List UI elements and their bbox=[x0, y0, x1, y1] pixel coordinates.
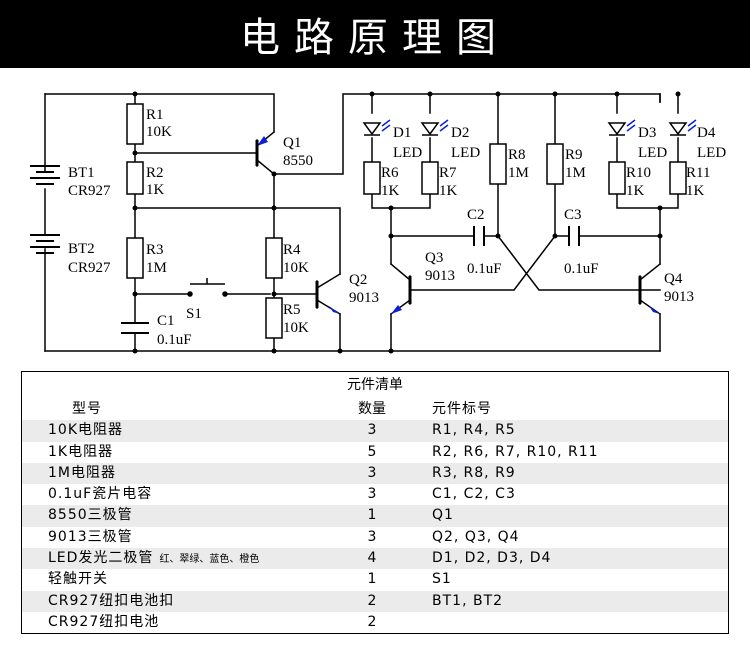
label-led3: LED bbox=[638, 145, 667, 161]
label-r6: R6 bbox=[381, 165, 399, 181]
label-r1: R1 bbox=[146, 107, 164, 123]
label-q1-value: 8550 bbox=[283, 153, 313, 169]
label-r5-value: 10K bbox=[283, 320, 309, 336]
label-r4: R4 bbox=[283, 242, 301, 258]
row-qty: 4 bbox=[367, 550, 377, 567]
label-r4-value: 10K bbox=[283, 260, 309, 276]
label-r11: R11 bbox=[686, 165, 710, 181]
row-qty: 2 bbox=[367, 613, 377, 630]
label-q4-value: 9013 bbox=[664, 289, 694, 305]
label-r8: R8 bbox=[508, 147, 526, 163]
bom-row: LED发光二极管红、翠绿、蓝色、橙色 4 D1, D2, D3, D4 bbox=[22, 548, 728, 570]
row-qty: 3 bbox=[367, 528, 377, 545]
label-r10: R10 bbox=[626, 165, 651, 181]
row-qty: 3 bbox=[367, 486, 377, 503]
label-d1: D1 bbox=[393, 125, 411, 141]
header-model: 型号 bbox=[72, 401, 102, 417]
circuit-schematic: R1 10K R2 1K R3 1M Q1 8550 R4 10K R5 10K… bbox=[30, 91, 726, 354]
label-led1: LED bbox=[393, 145, 422, 161]
row-refs: S1 bbox=[432, 571, 452, 588]
label-r6-value: 1K bbox=[381, 183, 400, 199]
label-c3: C3 bbox=[564, 207, 582, 223]
row-model-led: LED发光二极管红、翠绿、蓝色、橙色 bbox=[48, 548, 259, 570]
label-bt2-value: CR927 bbox=[68, 260, 111, 276]
row-qty: 1 bbox=[367, 571, 377, 588]
row-qty: 3 bbox=[367, 422, 377, 439]
bom-row: 轻触开关 1 S1 bbox=[22, 569, 728, 590]
label-r7-value: 1K bbox=[439, 183, 458, 199]
label-q4: Q4 bbox=[664, 271, 683, 287]
label-c1: C1 bbox=[157, 313, 175, 329]
label-led2: LED bbox=[451, 145, 480, 161]
row-model: 1M电阻器 bbox=[48, 464, 116, 481]
page-title: 电路原理图 bbox=[0, 0, 750, 68]
label-r2-value: 1K bbox=[146, 182, 165, 198]
label-q2: Q2 bbox=[349, 272, 367, 288]
label-r5: R5 bbox=[283, 302, 301, 318]
bom-header-row: 型号 数量 元件标号 bbox=[22, 399, 728, 420]
bom-row: 8550三极管 1 Q1 bbox=[22, 505, 728, 527]
row-refs: BT1, BT2 bbox=[432, 592, 504, 609]
label-q3-value: 9013 bbox=[425, 268, 455, 284]
label-q2-value: 9013 bbox=[349, 290, 379, 306]
label-c2-value: 0.1uF bbox=[467, 261, 502, 277]
label-d3: D3 bbox=[638, 125, 656, 141]
header-qty: 数量 bbox=[358, 401, 386, 417]
bom-row: 1K电阻器 5 R2, R6, R7, R10, R11 bbox=[22, 442, 728, 463]
row-refs: R3, R8, R9 bbox=[432, 464, 516, 481]
label-r9-value: 1M bbox=[565, 165, 586, 181]
bom-row: CR927纽扣电池 2 bbox=[22, 612, 728, 633]
row-refs: Q2, Q3, Q4 bbox=[432, 528, 520, 545]
label-bt2: BT2 bbox=[68, 241, 95, 257]
row-model: 9013三极管 bbox=[48, 528, 133, 545]
label-r11-value: 1K bbox=[686, 183, 705, 199]
row-model: 10K电阻器 bbox=[48, 422, 123, 439]
label-d4: D4 bbox=[697, 125, 716, 141]
row-model: CR927纽扣电池 bbox=[48, 613, 160, 630]
bill-of-materials: 元件清单 型号 数量 元件标号 10K电阻器 3 R1, R4, R5 1K电阻… bbox=[21, 371, 729, 634]
row-qty: 2 bbox=[367, 592, 377, 609]
bom-caption: 元件清单 bbox=[347, 377, 403, 393]
bom-row: CR927纽扣电池扣 2 BT1, BT2 bbox=[22, 590, 728, 612]
row-refs: D1, D2, D3, D4 bbox=[432, 550, 552, 567]
row-qty: 5 bbox=[367, 443, 377, 460]
label-r7: R7 bbox=[439, 165, 457, 181]
label-r8-value: 1M bbox=[508, 165, 529, 181]
label-r1-value: 10K bbox=[146, 124, 172, 140]
row-refs: R2, R6, R7, R10, R11 bbox=[432, 443, 599, 460]
label-s1: S1 bbox=[186, 306, 202, 322]
header-refs: 元件标号 bbox=[432, 401, 492, 417]
label-r3: R3 bbox=[146, 242, 164, 258]
bom-row: 9013三极管 3 Q2, Q3, Q4 bbox=[22, 527, 728, 548]
row-model: 8550三极管 bbox=[48, 507, 133, 524]
label-q1: Q1 bbox=[283, 135, 301, 151]
label-c2: C2 bbox=[467, 207, 485, 223]
label-bt1: BT1 bbox=[68, 165, 95, 181]
row-model: CR927纽扣电池扣 bbox=[48, 592, 175, 609]
label-q3: Q3 bbox=[425, 250, 443, 266]
label-r3-value: 1M bbox=[146, 260, 167, 276]
row-model: LED发光二极管 bbox=[48, 550, 154, 567]
row-qty: 3 bbox=[367, 464, 377, 481]
row-refs: C1, C2, C3 bbox=[432, 486, 516, 503]
row-model: 0.1uF瓷片电容 bbox=[48, 486, 153, 503]
label-r10-value: 1K bbox=[626, 183, 645, 199]
bom-row: 10K电阻器 3 R1, R4, R5 bbox=[22, 420, 728, 442]
row-model: 1K电阻器 bbox=[48, 443, 114, 460]
label-r2: R2 bbox=[146, 165, 164, 181]
label-d2: D2 bbox=[451, 125, 469, 141]
label-bt1-value: CR927 bbox=[68, 183, 111, 199]
row-qty: 1 bbox=[367, 507, 377, 524]
label-led4: LED bbox=[697, 145, 726, 161]
label-r9: R9 bbox=[565, 147, 583, 163]
bom-row: 1M电阻器 3 R3, R8, R9 bbox=[22, 462, 728, 485]
bom-row: 0.1uF瓷片电容 3 C1, C2, C3 bbox=[22, 484, 728, 505]
row-model: 轻触开关 bbox=[48, 571, 108, 588]
led-colors-note: 红、翠绿、蓝色、橙色 bbox=[159, 554, 260, 566]
label-c1-value: 0.1uF bbox=[157, 332, 192, 348]
row-refs: R1, R4, R5 bbox=[432, 422, 516, 439]
row-refs: Q1 bbox=[432, 507, 454, 524]
label-c3-value: 0.1uF bbox=[564, 261, 599, 277]
